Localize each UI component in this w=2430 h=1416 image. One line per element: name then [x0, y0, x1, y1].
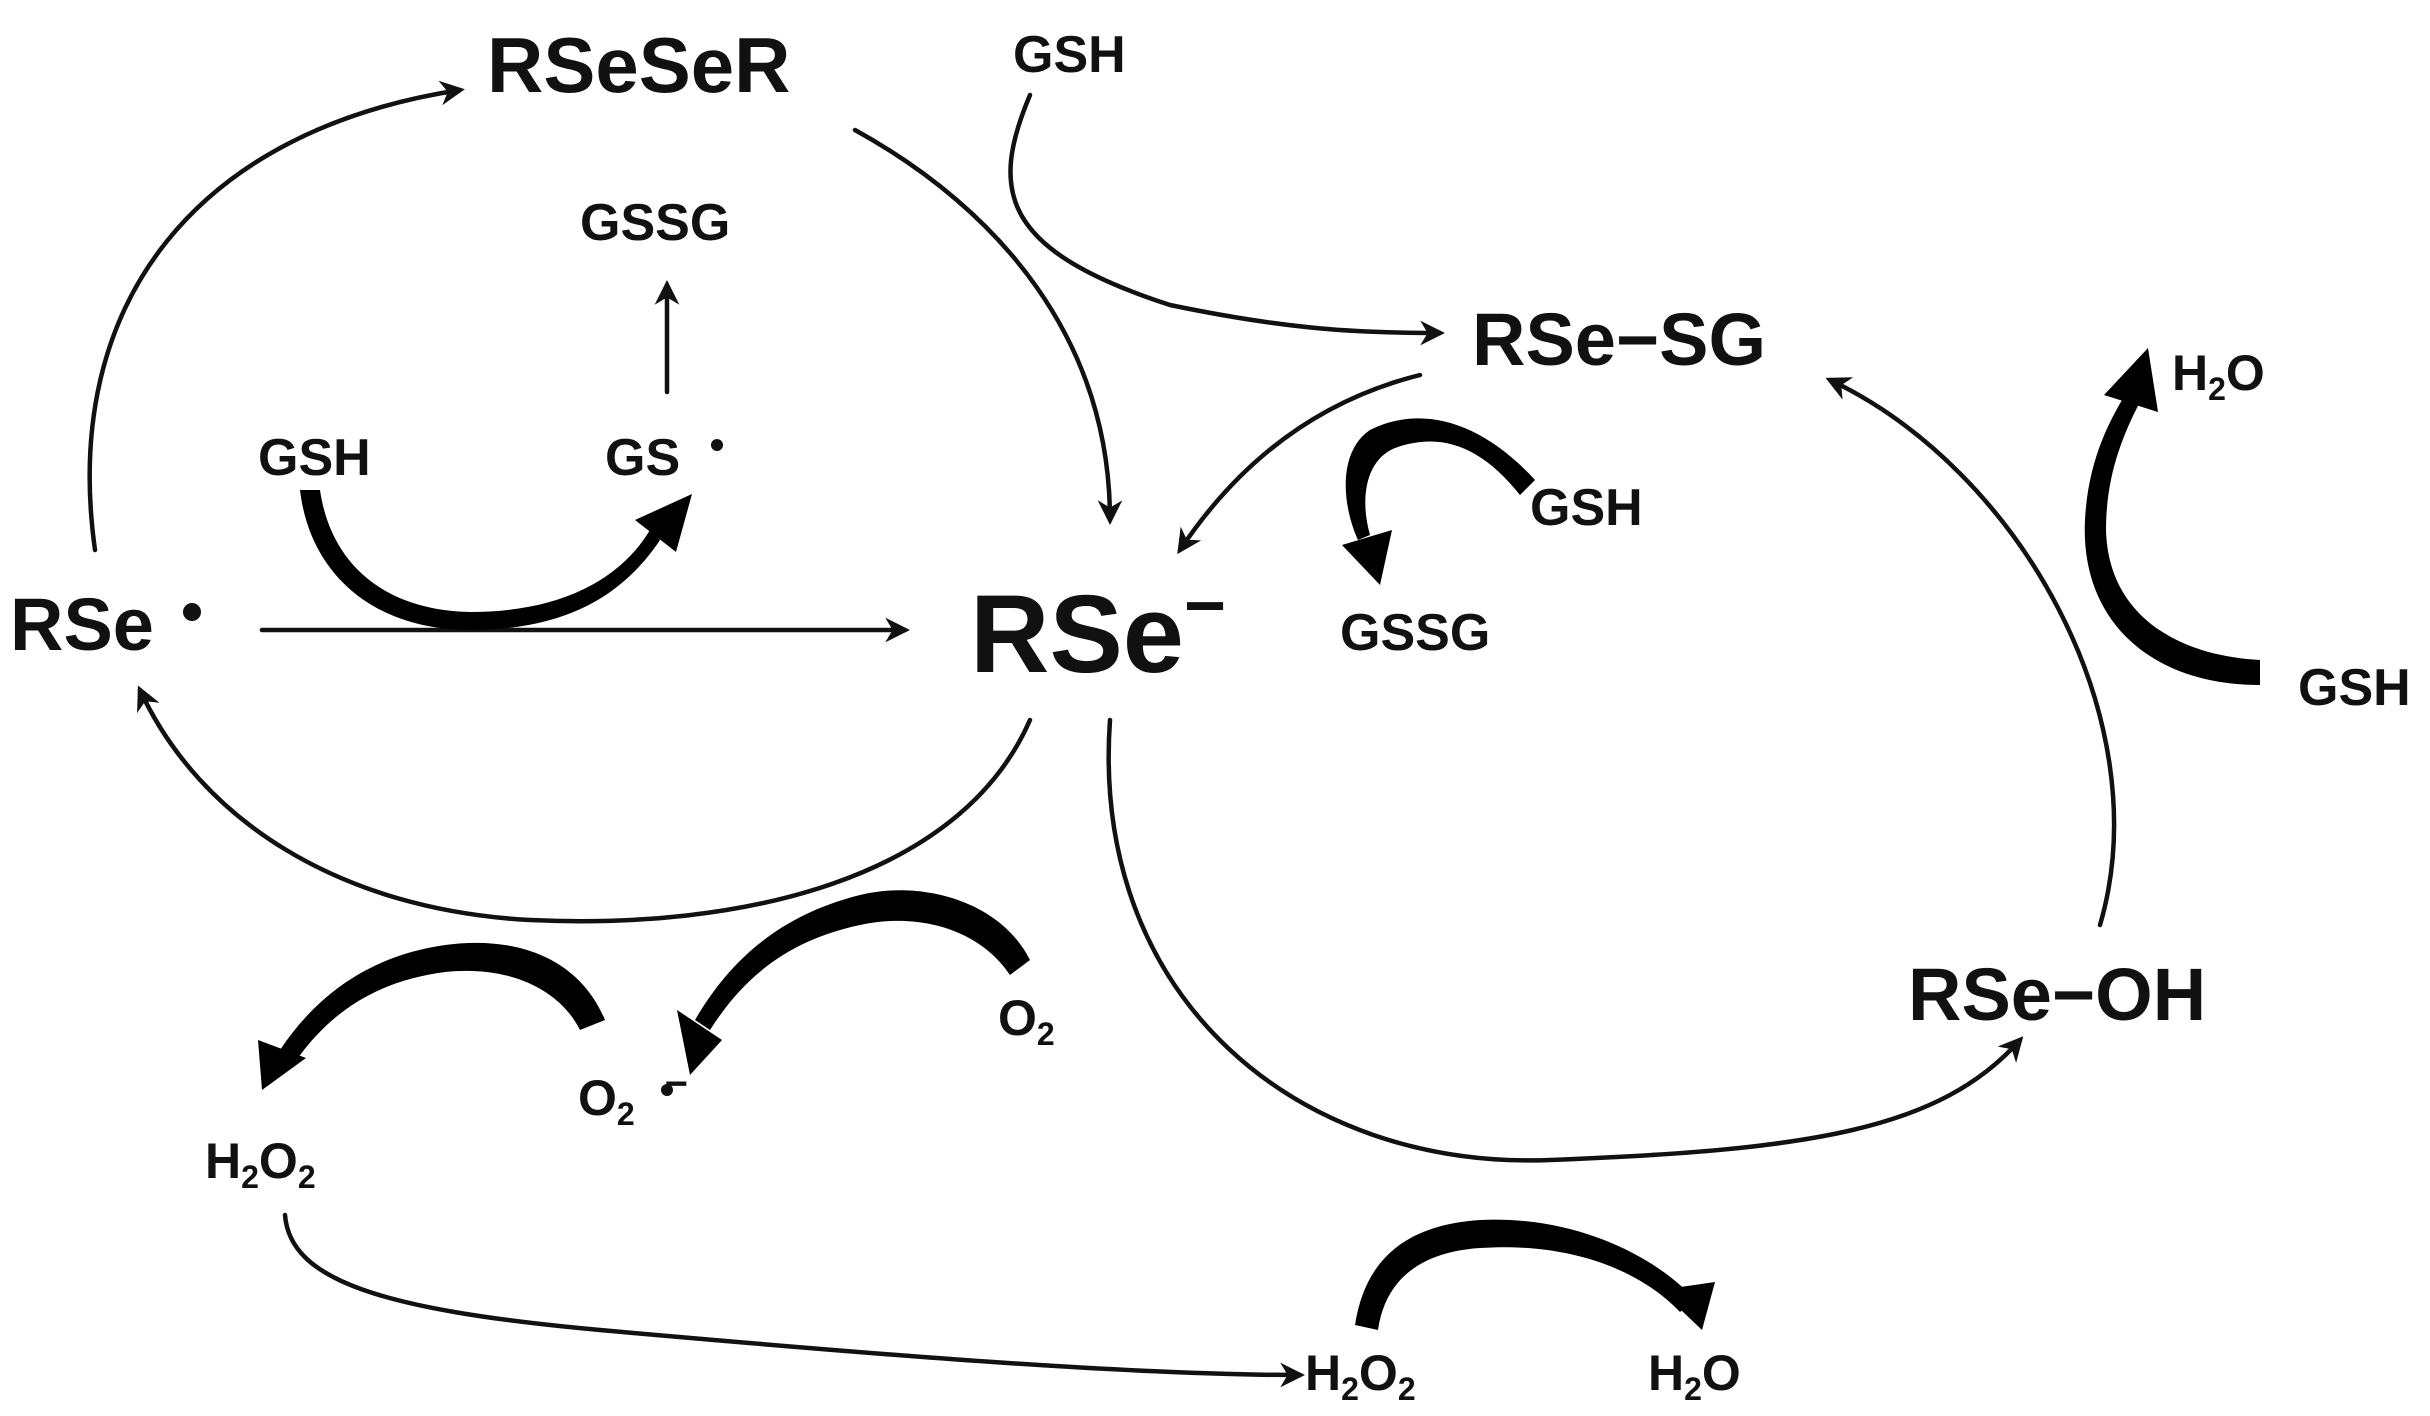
label-gssg-right-mid: GSSG [1340, 604, 1490, 662]
o2-sub: 2 [1037, 1016, 1055, 1052]
curl-arrow-superoxide-to-h2o2-left [258, 942, 605, 1090]
label-rse-anion: RSe− [970, 566, 1226, 696]
h2o-right-sub: 2 [2208, 371, 2226, 407]
curl-arrow-gsh-to-gssg-right [1342, 418, 1535, 585]
label-gs-radical: GS [605, 429, 680, 487]
superoxide-o: O [578, 1070, 617, 1126]
label-h2o-right: H2O [2172, 345, 2265, 407]
h2o2-bottom-sub2: 2 [1398, 1371, 1416, 1407]
arrow-gsh-top-to-rse-sg [1008, 92, 1445, 346]
label-superoxide: O2− [578, 1062, 688, 1132]
curl-arrow-gsh-to-h2o-right [2084, 348, 2260, 685]
o2-o: O [998, 990, 1037, 1046]
rse-anion-charge: − [1184, 566, 1226, 646]
arrow-rse-radical-to-rseser [87, 80, 465, 553]
label-rse-sg: RSe−SG [1472, 298, 1766, 381]
label-o2: O2 [998, 990, 1055, 1052]
h2o-bottom-o: O [1702, 1345, 1741, 1401]
curl-arrow-o2-to-superoxide [677, 890, 1030, 1075]
h2o-right-h: H [2172, 345, 2208, 401]
label-rse-radical: RSe [10, 583, 154, 666]
label-rseser: RSeSeR [487, 21, 790, 109]
label-h2o-bottom: H2O [1648, 1345, 1741, 1407]
label-gsh-inner: GSH [258, 429, 371, 487]
arrow-rseser-to-rse-anion [852, 127, 1123, 525]
label-h2o2-left: H2O2 [205, 1133, 316, 1195]
label-rse-oh: RSe−OH [1908, 953, 2206, 1036]
arrow-rse-anion-to-rse-radical [137, 685, 1033, 924]
gs-radical-dot [711, 439, 723, 451]
superoxide-radical-dot [661, 1084, 673, 1096]
superoxide-sub: 2 [617, 1096, 635, 1132]
curl-arrow-h2o2-to-h2o-bottom [1355, 1219, 1715, 1330]
h2o-right-o: O [2226, 345, 2265, 401]
h2o2-left-o: O [259, 1133, 298, 1189]
h2o-bottom-sub: 2 [1684, 1371, 1702, 1407]
h2o-bottom-h: H [1648, 1345, 1684, 1401]
rse-radical-dot [183, 603, 201, 621]
label-h2o2-bottom: H2O2 [1305, 1345, 1416, 1407]
superoxide-charge: − [665, 1062, 688, 1106]
arrow-rse-anion-to-rse-oh [1106, 717, 2024, 1163]
h2o2-left-sub2: 2 [298, 1159, 316, 1195]
h2o2-bottom-h: H [1305, 1345, 1341, 1401]
label-gssg-top: GSSG [580, 194, 730, 252]
arrow-h2o2-left-to-h2o2-bottom [282, 1212, 1305, 1388]
h2o2-bottom-sub1: 2 [1341, 1371, 1359, 1407]
label-gsh-top: GSH [1013, 26, 1126, 84]
arrow-rse-sg-to-rse-anion [1177, 372, 1423, 555]
h2o2-left-sub1: 2 [241, 1159, 259, 1195]
h2o2-bottom-o: O [1359, 1345, 1398, 1401]
label-gsh-far-right: GSH [2298, 659, 2411, 717]
label-gsh-right-mid: GSH [1530, 479, 1643, 537]
rse-anion-main: RSe [970, 573, 1184, 696]
h2o2-left-h: H [205, 1133, 241, 1189]
curl-arrow-gsh-to-gs-radical [300, 490, 692, 630]
arrow-rse-oh-to-rse-sg [1825, 377, 2117, 928]
